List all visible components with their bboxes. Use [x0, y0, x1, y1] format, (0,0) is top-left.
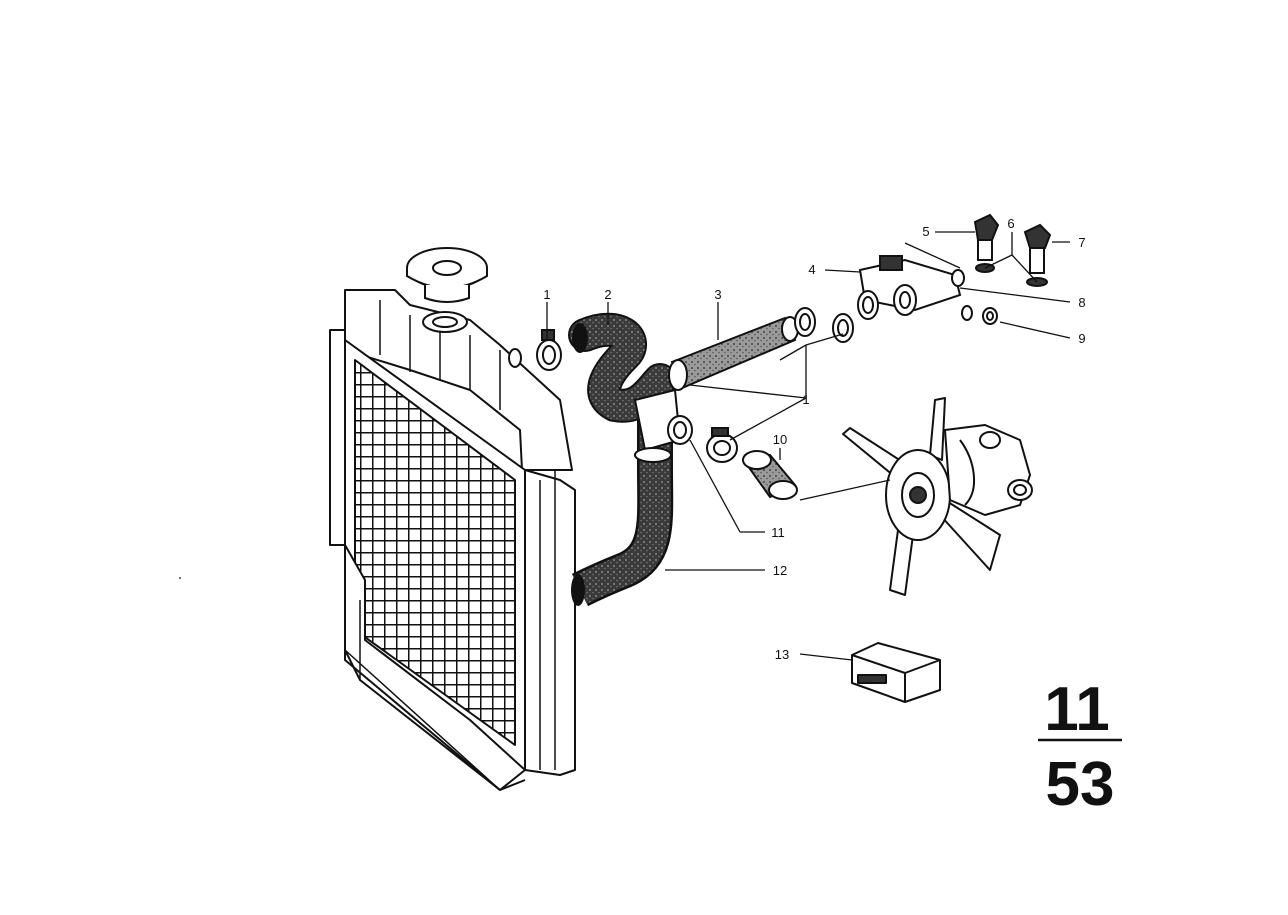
t-piece: [633, 388, 693, 463]
bypass-hose: [668, 316, 799, 391]
radiator-bottom-tank: [344, 544, 526, 791]
thermostat-housing: [857, 255, 965, 320]
radiator-cap: [406, 247, 488, 303]
callout-12: 12: [773, 563, 787, 578]
water-pump-fan: [842, 397, 1033, 596]
callout-11: 11: [771, 525, 785, 540]
electronic-module: [851, 642, 941, 703]
callout-13: 13: [775, 647, 789, 662]
connector-hose: [742, 450, 798, 500]
callout-6: 6: [1007, 216, 1014, 231]
callout-4: 4: [808, 262, 815, 277]
callout-labels: 1 2 3 4 5 6 7 8 9 10 1 11 12 13: [543, 216, 1085, 662]
radiator: [329, 289, 576, 791]
radiator-inlet-stub: [508, 348, 522, 368]
fan-blade: [929, 397, 946, 461]
page-number-top: 11: [1044, 675, 1110, 744]
callout-5: 5: [922, 224, 929, 239]
callout-8: 8: [1078, 295, 1085, 310]
radiator-side-channel: [524, 469, 576, 776]
hose-clamp: [794, 307, 854, 343]
speck: [179, 577, 181, 579]
hose-clamp: [536, 329, 562, 371]
page-number: 11 53: [1038, 675, 1122, 819]
callout-7: 7: [1078, 235, 1085, 250]
page-number-bottom: 53: [1046, 750, 1115, 819]
upper-radiator-hose: [568, 312, 677, 423]
sealing-washer: [961, 305, 998, 325]
hose-clamp: [706, 427, 738, 463]
temperature-switch: [1023, 223, 1052, 287]
leader-lines: [546, 231, 1071, 661]
radiator-left-bracket: [329, 329, 346, 546]
callout-3: 3: [714, 287, 721, 302]
callout-2: 2: [604, 287, 611, 302]
callout-10: 10: [773, 432, 787, 447]
radiator-core: [354, 359, 516, 746]
lower-radiator-hose: [571, 420, 674, 607]
callout-1: 1: [543, 287, 550, 302]
callout-1-shared: 1: [802, 392, 809, 407]
callout-9: 9: [1078, 331, 1085, 346]
